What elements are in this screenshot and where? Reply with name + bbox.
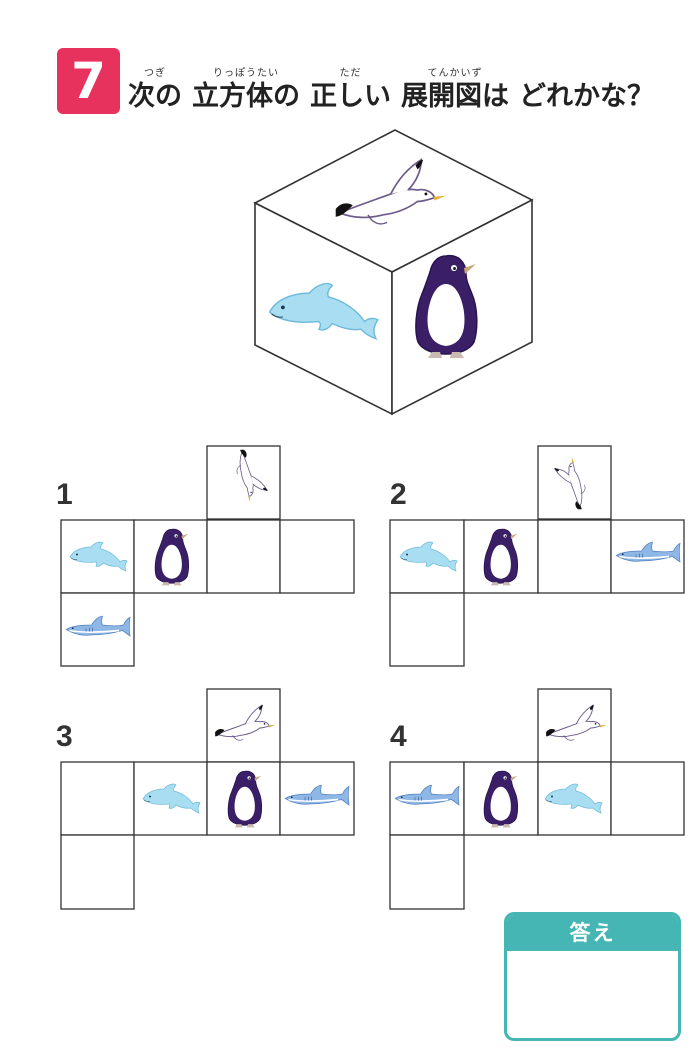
option-number-1: 1	[56, 478, 73, 511]
net-cell	[206, 519, 281, 594]
title-text: 展開図は	[401, 81, 509, 112]
title-text: 次の	[128, 81, 182, 112]
title-ruby: つぎ	[144, 68, 166, 79]
net-cell	[279, 519, 355, 594]
title-segment: どれかな？	[519, 67, 654, 114]
question-number-badge: 7	[57, 48, 120, 114]
title-ruby: てんかいず	[427, 68, 483, 79]
title-ruby: りっぽうたい	[213, 68, 279, 79]
option-number-2: 2	[390, 478, 407, 511]
net-option-1	[60, 445, 355, 667]
title-text: どれかな？	[519, 81, 654, 112]
title-ruby: ただ	[339, 68, 362, 79]
answer-box[interactable]: 答え	[504, 912, 681, 1041]
net-option-4	[389, 688, 685, 910]
title-segment: りっぽうたい 立方体の	[192, 67, 300, 114]
title-segment: ただ 正しい	[310, 67, 391, 114]
net-option-3	[60, 688, 355, 910]
net-cell	[389, 592, 465, 667]
cube-figure	[253, 129, 534, 416]
net-cell	[60, 761, 135, 836]
question-title: つぎ 次の りっぽうたい 立方体の ただ 正しい てんかいず 展開図は どれかな…	[128, 54, 654, 114]
title-segment: つぎ 次の	[128, 67, 182, 114]
answer-field[interactable]	[507, 951, 678, 1035]
option-number-3: 3	[56, 720, 73, 753]
option-number-4: 4	[390, 720, 407, 753]
title-segment: てんかいず 展開図は	[401, 67, 509, 114]
title-text: 立方体の	[192, 81, 300, 112]
net-cell	[610, 761, 685, 836]
title-text: 正しい	[310, 81, 391, 112]
net-cell	[389, 834, 465, 910]
net-cell	[60, 834, 135, 910]
answer-label: 答え	[507, 915, 678, 951]
net-option-2	[389, 445, 685, 667]
net-cell	[537, 519, 612, 594]
